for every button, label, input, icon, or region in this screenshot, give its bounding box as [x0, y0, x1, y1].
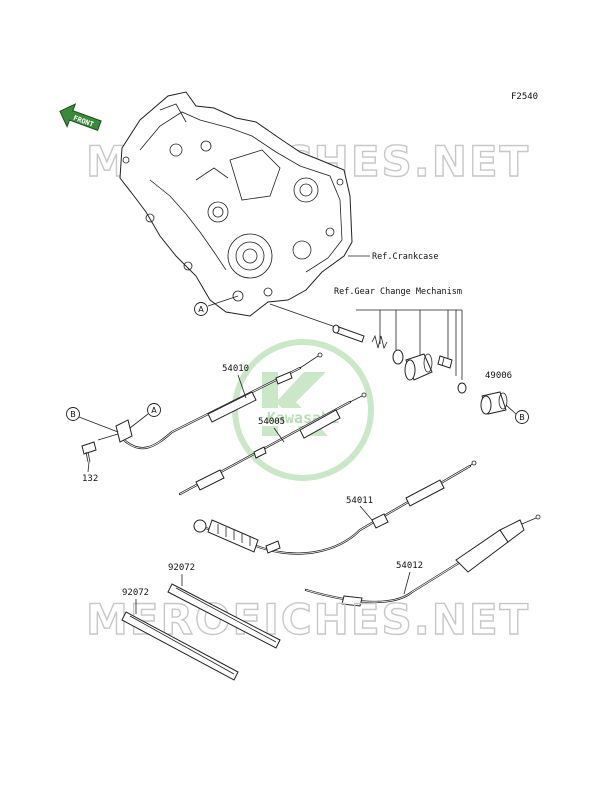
release-shaft	[269, 303, 365, 343]
svg-text:B: B	[70, 410, 76, 419]
svg-text:B: B	[519, 413, 525, 422]
cable-54005	[178, 392, 367, 496]
ref-crankcase: Ref.Crankcase	[372, 252, 439, 262]
part-label-54005: 54005	[258, 417, 285, 427]
cable-54010	[115, 352, 323, 450]
ref-gear-change: Ref.Gear Change Mechanism	[334, 287, 462, 297]
part-label-54010: 54010	[222, 364, 249, 374]
washer	[457, 382, 467, 394]
part-49006-cover	[480, 391, 508, 415]
bolt	[437, 355, 453, 369]
clamp-band-92072-lower	[121, 611, 239, 681]
part-label-132: 132	[82, 474, 98, 484]
release-bushing	[404, 353, 433, 381]
part-label-54012: 54012	[396, 561, 423, 571]
callout-a-crankcase: A	[194, 295, 239, 316]
front-arrow-icon: FRONT	[59, 103, 102, 131]
svg-text:A: A	[198, 305, 204, 314]
clamp-band-92072-upper	[167, 583, 281, 649]
part-label-49006: 49006	[485, 371, 512, 381]
figure-code: F2540	[511, 92, 538, 102]
release-spring	[371, 334, 388, 350]
callout-b-cover: B	[515, 410, 529, 424]
part-label-54011: 54011	[346, 496, 373, 506]
part-label-92072-upper: 92072	[168, 563, 195, 573]
o-ring	[392, 349, 404, 365]
callout-a-cable: A	[129, 403, 161, 429]
svg-text:A: A	[151, 406, 157, 415]
front-arrow-label: FRONT	[72, 114, 95, 129]
callout-b-left: B	[66, 407, 119, 433]
cable-54011	[193, 460, 477, 555]
part-label-92072-lower: 92072	[122, 588, 149, 598]
bolt-132	[81, 433, 119, 463]
crankcase-drawing	[119, 91, 353, 317]
cable-54012	[304, 514, 541, 607]
